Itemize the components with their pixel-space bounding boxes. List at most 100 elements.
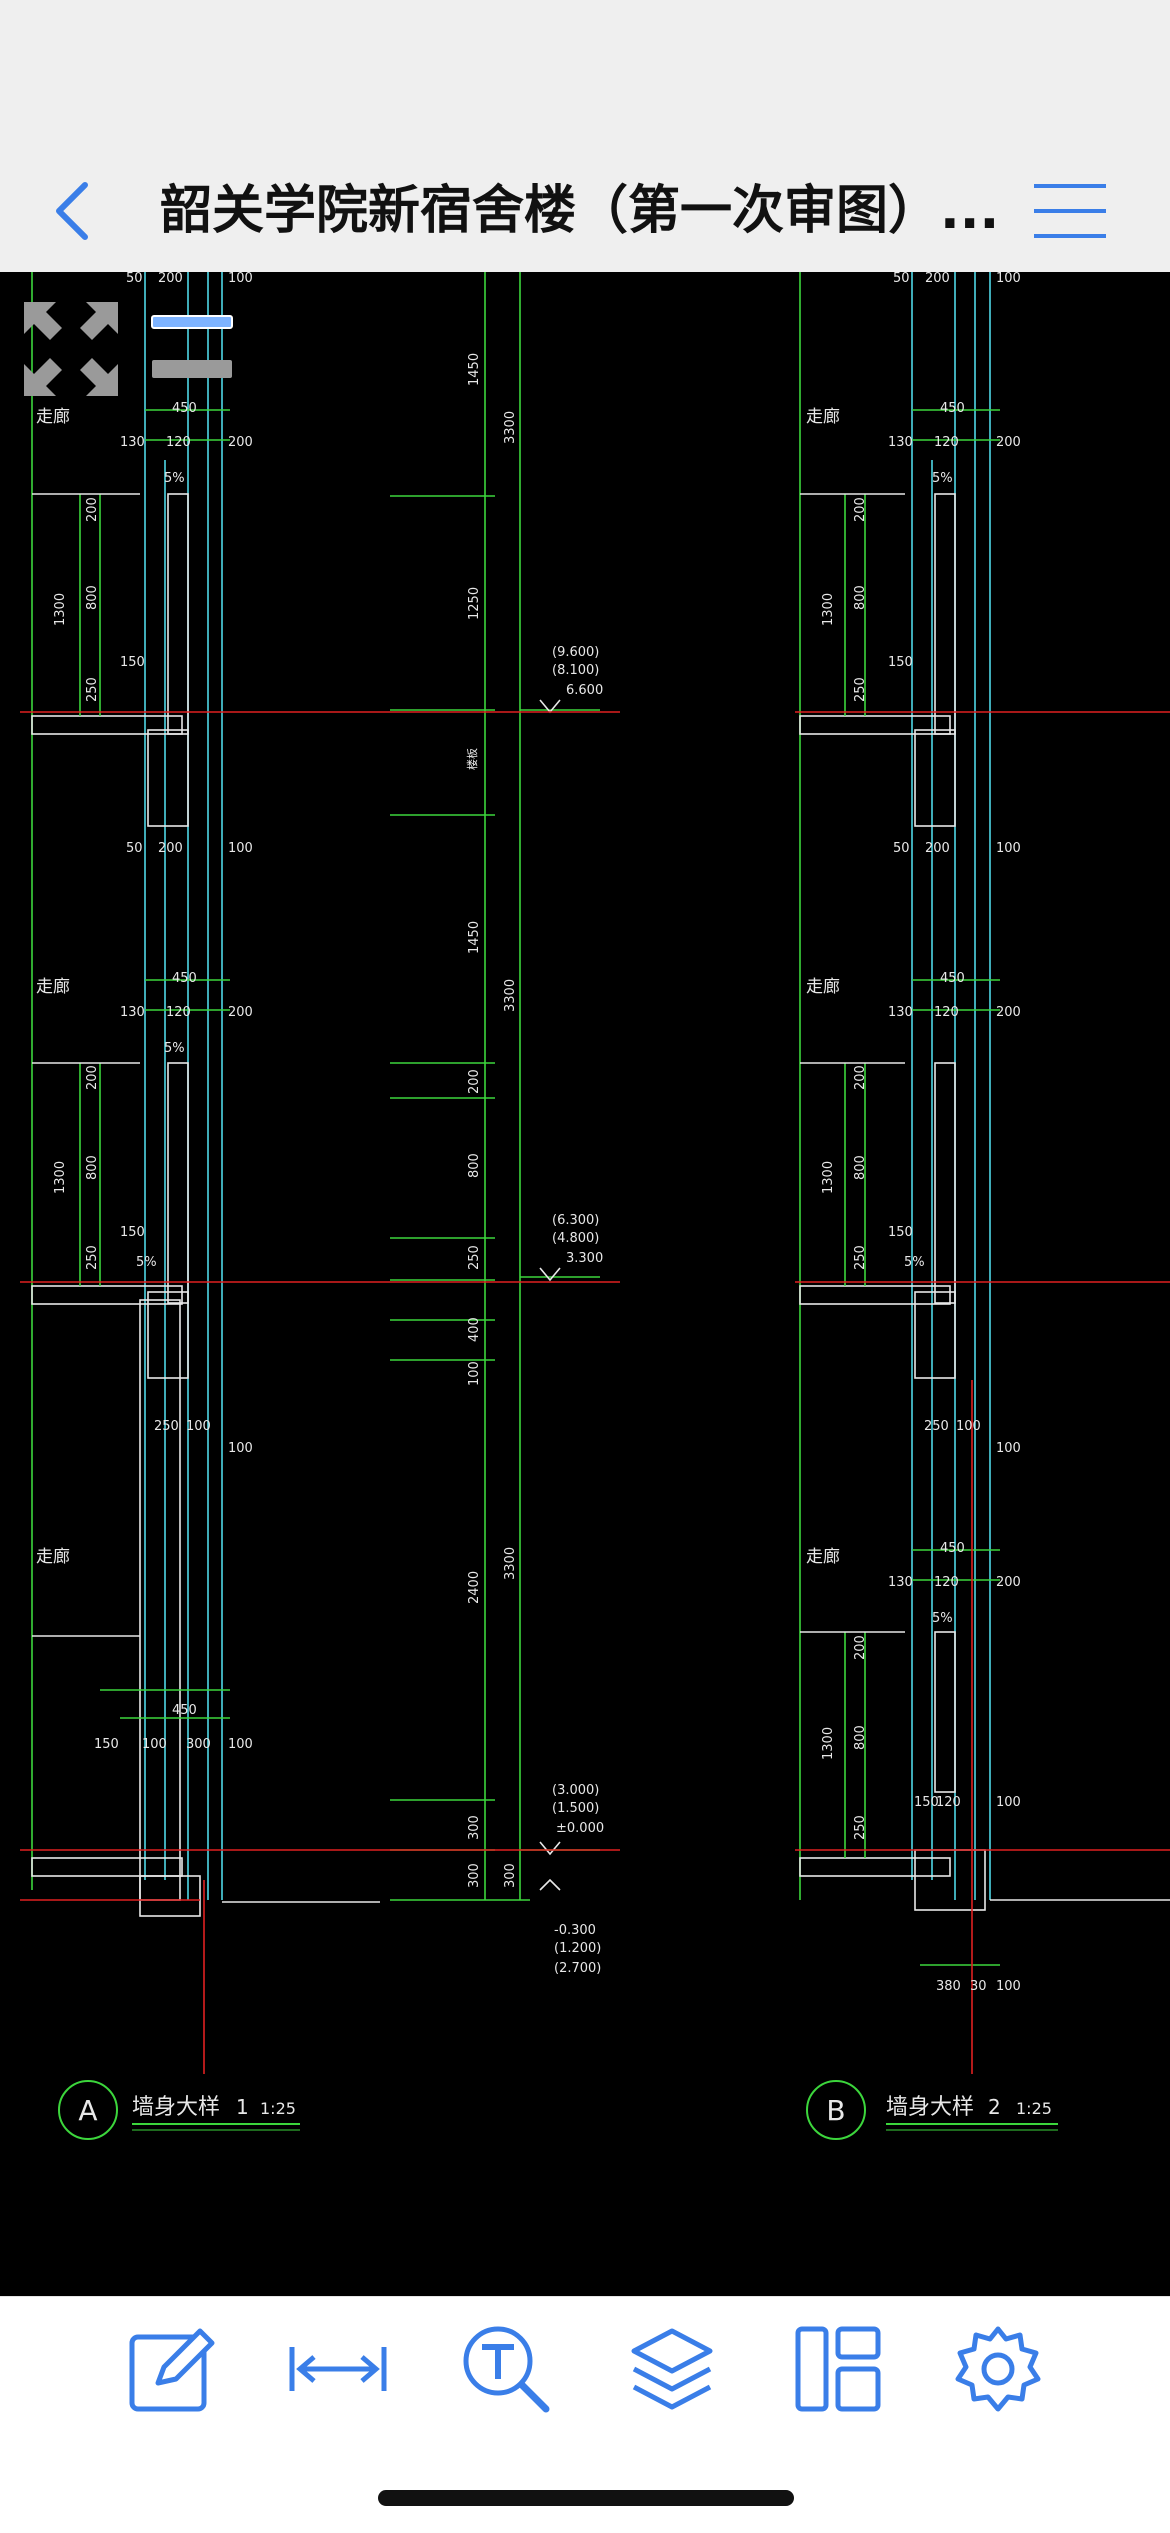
dim-v1300-a2: 1300 (53, 1161, 68, 1194)
dim-mid-b-2: 200 (925, 841, 950, 856)
elev-a-4c: (2.700) (554, 1961, 601, 1976)
dim-v200-a2: 200 (85, 497, 100, 522)
dim-bottom-a-2: 200 (158, 841, 183, 856)
dim-v3300-a2: 3300 (503, 979, 518, 1012)
edit-tool-button[interactable] (122, 2319, 222, 2419)
cad-drawing: 50 200 100 450 130 120 200 5% 走廊 走廊 走廊 5… (20, 272, 1170, 2140)
back-button[interactable] (46, 178, 96, 244)
dim-v1300-b: 1300 (821, 593, 836, 626)
detail-b-label: B (826, 2094, 845, 2127)
dim-top-b-3: 100 (996, 272, 1021, 286)
dim-base-a-3: 300 (186, 1737, 211, 1752)
detail-a-circle (58, 2080, 118, 2140)
dim-200-b2: 200 (996, 1005, 1021, 1020)
dim-200-b3: 200 (996, 1575, 1021, 1590)
slope-a2: 5% (164, 1041, 185, 1056)
detail-b-number: 2 (988, 2095, 1001, 2119)
dim-100-b4: 100 (996, 1979, 1021, 1994)
dim-250-b: 250 (924, 1419, 949, 1434)
elev-a-3a: (3.000) (552, 1783, 599, 1798)
room-label-a-3: 走廊 (36, 1547, 70, 1567)
settings-icon (955, 2326, 1041, 2412)
dim-450-a3: 450 (172, 1703, 197, 1718)
room-label-a-2: 走廊 (36, 977, 70, 997)
dim-120-b: 120 (934, 435, 959, 450)
text-search-icon (463, 2326, 550, 2413)
dim-v1300-b3: 1300 (821, 1727, 836, 1760)
dim-200-b: 200 (996, 435, 1021, 450)
dim-v1250-a: 1250 (467, 587, 482, 620)
layers-tool-button[interactable] (622, 2319, 722, 2419)
dim-v1450-a2: 1450 (467, 921, 482, 954)
dim-450-b3: 450 (940, 1541, 965, 1556)
dim-base-a-2: 100 (142, 1737, 167, 1752)
room-label-b-1: 走廊 (806, 407, 840, 427)
dim-base-a-1: 150 (94, 1737, 119, 1752)
dim-v100-a: 100 (467, 1361, 482, 1386)
dim-top-b-2: 200 (925, 272, 950, 286)
dim-v1300-b2: 1300 (821, 1161, 836, 1194)
dim-450-b: 450 (940, 401, 965, 416)
elev-a-4a: -0.300 (554, 1923, 596, 1938)
dim-v150-a: 150 (120, 655, 145, 670)
dim-v200-b3: 200 (853, 1635, 868, 1660)
menu-button[interactable] (1030, 180, 1110, 242)
text-search-tool-button[interactable] (456, 2319, 556, 2419)
measure-tool-button[interactable] (288, 2319, 388, 2419)
dim-120-b2: 120 (934, 1005, 959, 1020)
dim-120-a: 120 (166, 435, 191, 450)
edit-icon (129, 2328, 215, 2412)
layer-toggle-button[interactable] (150, 314, 234, 382)
elev-a-1c: 6.600 (566, 683, 603, 698)
hamburger-icon (1034, 184, 1106, 238)
dim-top-a-1: 50 (126, 272, 143, 286)
dim-380-b: 380 (936, 1979, 961, 1994)
elev-a-1a: (9.600) (552, 645, 599, 660)
dim-v250-a3: 250 (85, 1245, 100, 1270)
dim-v1300-a: 1300 (53, 593, 68, 626)
room-label-b-2: 走廊 (806, 977, 840, 997)
fullscreen-button[interactable] (22, 300, 120, 398)
dim-v400-a: 400 (467, 1317, 482, 1342)
elev-a-2b: (4.800) (552, 1231, 599, 1246)
dim-v3300-a3: 3300 (503, 1547, 518, 1580)
dim-v800-a3: 800 (85, 1155, 100, 1180)
dim-v250-b: 250 (853, 677, 868, 702)
dim-450-a: 450 (172, 401, 197, 416)
dim-120-b3: 120 (934, 1575, 959, 1590)
dim-30-b: 30 (970, 1979, 987, 1994)
layer-toggle-icon (151, 315, 233, 378)
dim-450-b2: 450 (940, 971, 965, 986)
dim-v200-b: 200 (853, 497, 868, 522)
detail-a-name: 墙身大样 (132, 2095, 220, 2120)
status-bar (0, 0, 1170, 150)
layout-tool-button[interactable] (788, 2319, 888, 2419)
nav-bar: 韶关学院新宿舍楼（第一次审图）... (0, 150, 1170, 273)
elev-a-3c: ±0.000 (556, 1821, 604, 1836)
dim-v300-a2: 300 (467, 1863, 482, 1888)
dim-top-a-3: 100 (228, 272, 253, 286)
detail-a-scale: 1:25 (260, 2099, 296, 2118)
elev-a-1b: (8.100) (552, 663, 599, 678)
dim-v300-a3: 300 (503, 1863, 518, 1888)
page-title: 韶关学院新宿舍楼（第一次审图）... (160, 181, 1000, 241)
detail-a-label: A (78, 2094, 97, 2127)
dim-130-b: 130 (888, 435, 913, 450)
drawing-canvas[interactable]: 50 200 100 450 130 120 200 5% 走廊 走廊 走廊 5… (0, 272, 1170, 2296)
dim-100-a: 100 (228, 1441, 253, 1456)
slope-b: 5% (932, 471, 953, 486)
slope-b2: 5% (904, 1255, 925, 1270)
dim-v200-a3: 200 (85, 1065, 100, 1090)
dim-top-a-2: 200 (158, 272, 183, 286)
dim-bottom-a-3: 100 (228, 841, 253, 856)
dim-v800-b2: 800 (853, 1155, 868, 1180)
dim-v250-b2: 250 (853, 1245, 868, 1270)
room-label-a-1: 走廊 (36, 407, 70, 427)
settings-tool-button[interactable] (948, 2319, 1048, 2419)
measure-icon (289, 2347, 387, 2391)
dim-v150-a2: 150 (120, 1225, 145, 1240)
dim-130-b2: 130 (888, 1005, 913, 1020)
slope-a3: 5% (136, 1255, 157, 1270)
expand-arrows-icon (24, 302, 118, 396)
slope-a: 5% (164, 471, 185, 486)
